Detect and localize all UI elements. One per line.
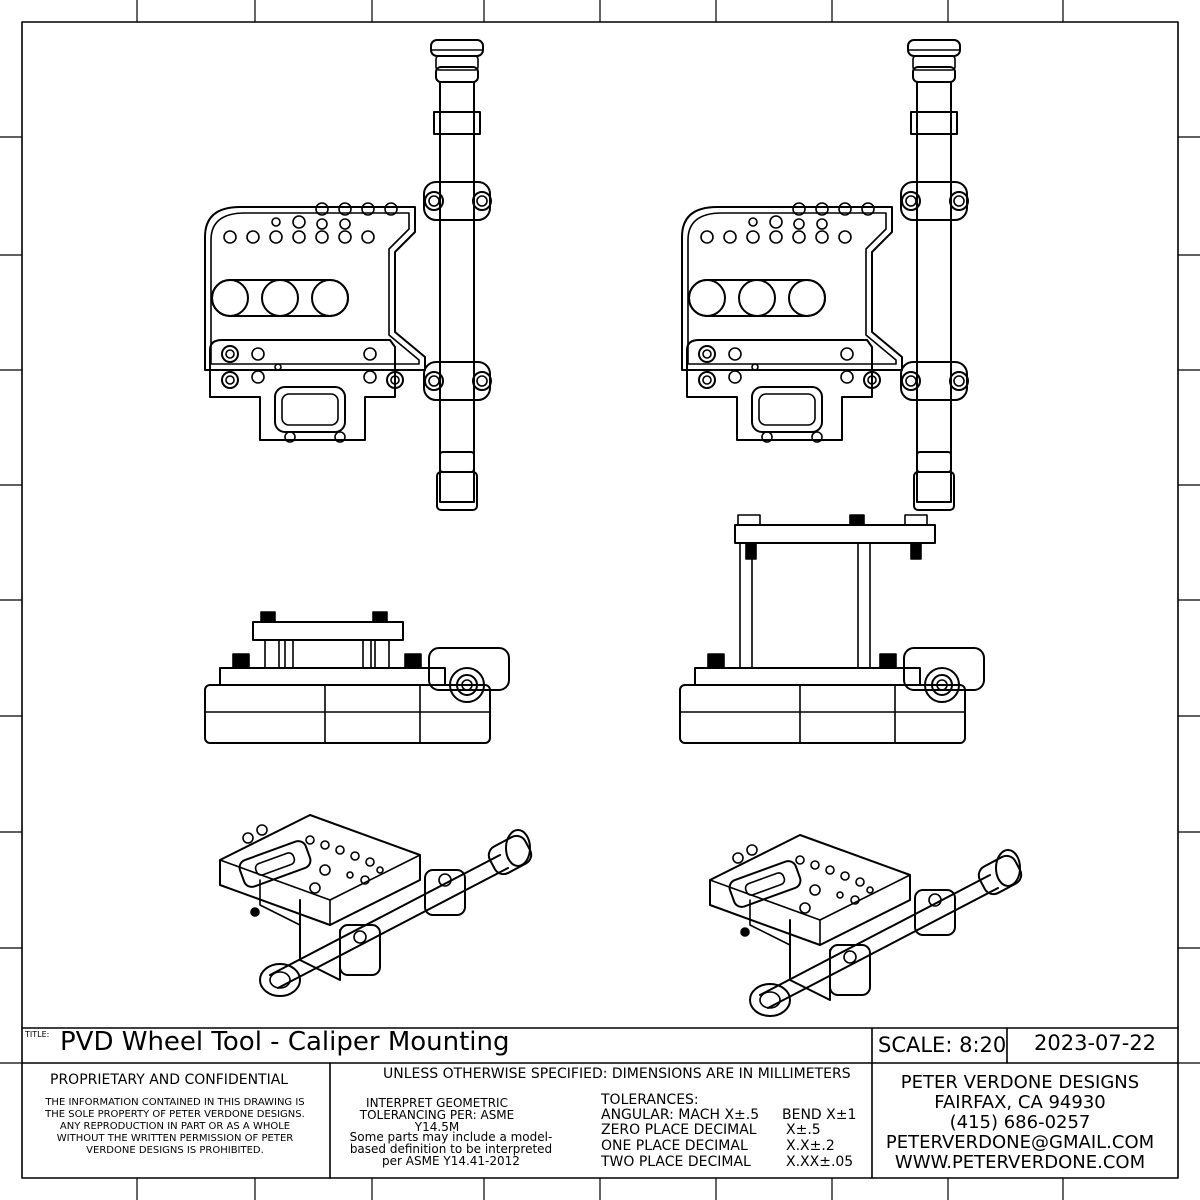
tolerance-label: ZERO PLACE DECIMAL [601, 1122, 757, 1138]
top-view-left [204, 39, 492, 511]
interpret-note: INTERPRET GEOMETRIC TOLERANCING PER: ASM… [359, 1096, 515, 1134]
tolerance-value: X.X±.2 [786, 1138, 835, 1154]
tolerance-label: ANGULAR: MACH X±.5 [601, 1107, 760, 1123]
proprietary-text: THE INFORMATION CONTAINED IN THIS DRAWIN… [45, 1097, 305, 1156]
drawing-title: PVD Wheel Tool - Caliper Mounting [60, 1027, 510, 1057]
isometric-view-left [219, 814, 536, 997]
scale-value: SCALE: 8:20 [878, 1033, 1007, 1057]
tolerance-label: TWO PLACE DECIMAL [601, 1154, 751, 1170]
company-email: PETERVERDONE@GMAIL.COM [885, 1132, 1155, 1153]
tolerance-value: BEND X±1 [782, 1107, 857, 1123]
front-view-left [204, 611, 510, 744]
top-view-right [681, 39, 969, 511]
drawing-date: 2023-07-22 [1034, 1031, 1157, 1055]
tolerance-label: ONE PLACE DECIMAL [601, 1138, 748, 1154]
tolerance-value: X.XX±.05 [786, 1154, 854, 1170]
title-label: TITLE: [25, 1030, 50, 1039]
company-website: WWW.PETERVERDONE.COM [894, 1152, 1146, 1173]
company-city: FAIRFAX, CA 94930 [934, 1092, 1106, 1113]
isometric-view-right [709, 834, 1026, 1017]
tolerance-value: X±.5 [786, 1122, 821, 1138]
company-info: PETER VERDONE DESIGNS FAIRFAX, CA 94930 … [872, 1073, 1168, 1173]
company-phone: (415) 686-0257 [949, 1112, 1091, 1133]
sheet-border [21, 21, 1179, 1179]
front-view-right [679, 514, 985, 744]
company-name: PETER VERDONE DESIGNS [900, 1072, 1140, 1093]
tolerances-heading: TOLERANCES: [601, 1092, 699, 1108]
title-block-frame [21, 1027, 1179, 1179]
model-definition-note: Some parts may include a model-based def… [349, 1130, 553, 1168]
proprietary-heading: PROPRIETARY AND CONFIDENTIAL [50, 1072, 289, 1088]
units-note: UNLESS OTHERWISE SPECIFIED: DIMENSIONS A… [383, 1066, 851, 1082]
